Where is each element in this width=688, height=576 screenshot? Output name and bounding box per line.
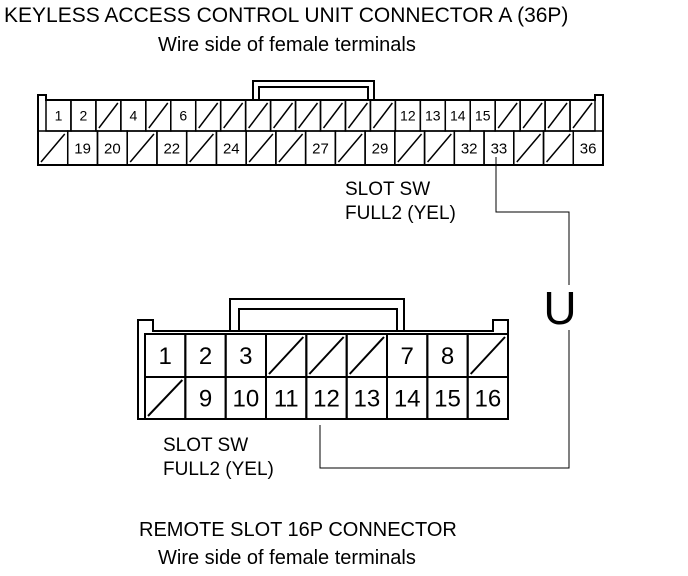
- terminal-number: 1: [55, 108, 63, 124]
- terminal-number: 16: [474, 386, 501, 413]
- connector-b-title: REMOTE SLOT 16P CONNECTOR: [139, 519, 457, 541]
- wire-connector-a-terminal-33: [495, 157, 570, 285]
- connector-b-wire-label-line2: FULL2 (YEL): [163, 459, 274, 480]
- empty-cavity-slash: [572, 102, 593, 129]
- connector-a-subtitle: Wire side of female terminals: [158, 34, 416, 56]
- empty-cavity-slash: [516, 133, 542, 163]
- terminal-number: 36: [580, 140, 597, 157]
- terminal-number: 10: [232, 386, 259, 413]
- terminal-number: 2: [199, 343, 212, 370]
- connector-a-wire-label-line2: FULL2 (YEL): [345, 203, 456, 224]
- terminal-number: 9: [199, 386, 212, 413]
- terminal-number: 33: [491, 140, 508, 157]
- terminal-number: 4: [129, 108, 137, 124]
- terminal-number: 24: [223, 140, 240, 157]
- terminal-number: 15: [434, 386, 461, 413]
- terminal-number: 29: [372, 140, 389, 157]
- terminal-number: 20: [104, 140, 121, 157]
- terminal-number: 6: [179, 108, 187, 124]
- terminal-number: 8: [441, 343, 454, 370]
- terminal-number: 27: [312, 140, 329, 157]
- empty-cavity-slash: [278, 133, 304, 163]
- empty-cavity-slash: [497, 102, 518, 129]
- terminal-number: 14: [450, 108, 466, 124]
- empty-cavity-slash: [147, 379, 184, 417]
- empty-cavity-slash: [337, 133, 363, 163]
- terminal-number: 32: [461, 140, 478, 157]
- empty-cavity-slash: [347, 102, 369, 129]
- empty-cavity-slash: [308, 336, 345, 375]
- empty-cavity-slash: [372, 102, 393, 129]
- empty-cavity-slash: [248, 102, 269, 129]
- connector-b-lock-tab: [229, 298, 405, 331]
- empty-cavity-slash: [297, 102, 319, 129]
- empty-cavity-slash: [522, 102, 543, 129]
- terminal-number: 1: [158, 343, 171, 370]
- empty-cavity-slash: [322, 102, 344, 129]
- junction-symbol: U: [543, 282, 576, 334]
- empty-cavity-slash: [427, 133, 452, 163]
- terminal-number: 3: [239, 343, 252, 370]
- terminal-cell: [572, 130, 604, 166]
- empty-cavity-slash: [545, 133, 571, 163]
- connector-a-title: KEYLESS ACCESS CONTROL UNIT CONNECTOR A …: [4, 4, 569, 27]
- terminal-number: 19: [74, 140, 91, 157]
- empty-cavity-slash: [248, 133, 274, 163]
- empty-cavity-slash: [268, 336, 305, 375]
- empty-cavity-slash: [148, 102, 169, 129]
- terminal-number: 12: [313, 386, 340, 413]
- terminal-cell: [466, 376, 509, 420]
- empty-cavity-slash: [397, 133, 423, 163]
- connector-b-subtitle: Wire side of female terminals: [158, 547, 416, 569]
- empty-cavity-slash: [189, 133, 214, 163]
- terminal-number: 14: [394, 386, 421, 413]
- empty-cavity-slash: [198, 102, 219, 129]
- connector-a-lock-tab: [252, 80, 375, 100]
- terminal-number: 13: [353, 386, 380, 413]
- connector-b-wire-label-line1: SLOT SW: [163, 435, 249, 456]
- terminal-number: 2: [80, 108, 88, 124]
- terminal-number: 12: [400, 108, 416, 124]
- terminal-number: 11: [274, 386, 299, 413]
- connector-a-wire-label-line1: SLOT SW: [345, 179, 431, 200]
- terminal-number: 13: [425, 108, 441, 124]
- empty-cavity-slash: [40, 133, 66, 163]
- empty-cavity-slash: [469, 336, 506, 375]
- empty-cavity-slash: [98, 102, 119, 129]
- empty-cavity-slash: [272, 102, 294, 129]
- terminal-number: 7: [400, 343, 413, 370]
- empty-cavity-slash: [547, 102, 568, 129]
- terminal-number: 15: [475, 108, 491, 124]
- wire-connector-b-terminal-12: [319, 330, 570, 469]
- empty-cavity-slash: [129, 133, 155, 163]
- terminal-number: 22: [163, 140, 180, 157]
- empty-cavity-slash: [223, 102, 244, 129]
- empty-cavity-slash: [348, 336, 385, 375]
